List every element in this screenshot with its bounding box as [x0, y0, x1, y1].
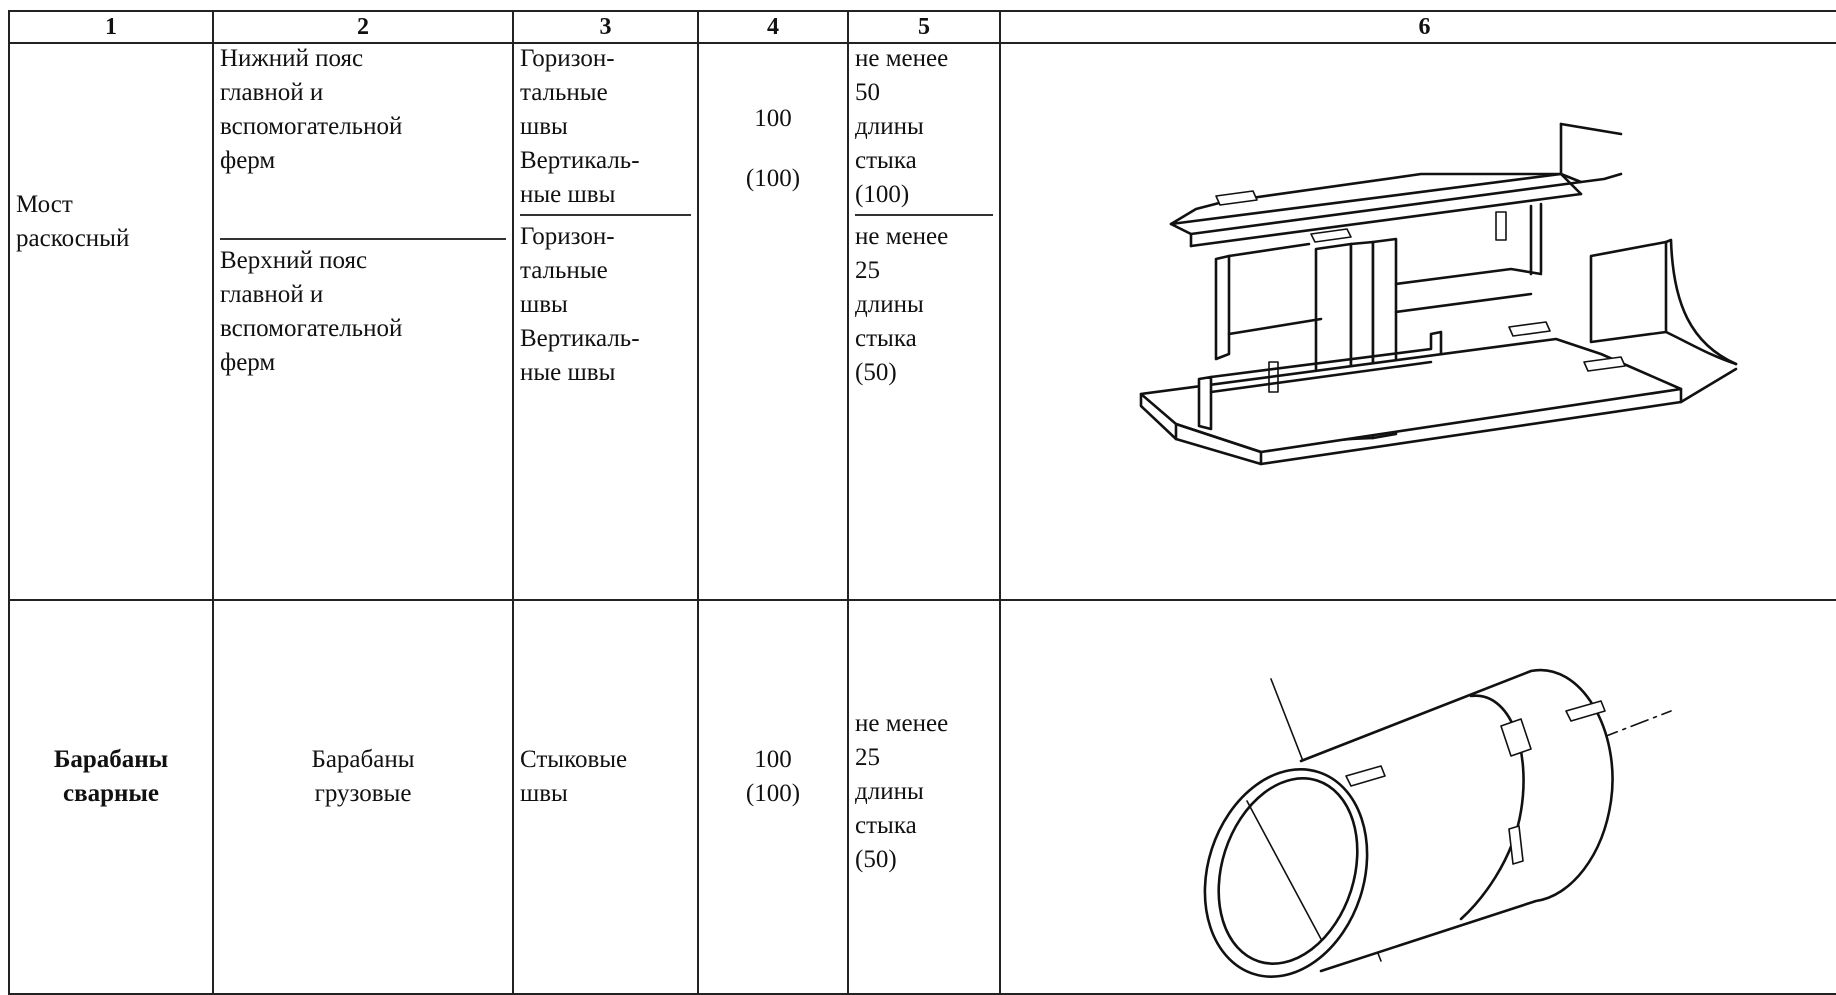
element-upper-chord: Верхний пояс главной и вспомогательной ф…	[220, 247, 403, 376]
percent-cell: 100 (100)	[697, 42, 849, 601]
length-lower: не менее 50 длины стыка (100)	[855, 45, 949, 208]
length-cell: не менее 25 длины стыка (50)	[847, 599, 1001, 995]
percent-value: 100 (100)	[745, 746, 801, 807]
header-col-5: 5	[847, 10, 1001, 44]
length-value: не менее 25 длины стыка (50)	[855, 710, 949, 873]
element-lower-chord: Нижний пояс главной и вспомогательной фе…	[220, 45, 403, 174]
row-divider	[855, 214, 993, 226]
welded-drum-drawing	[1203, 668, 1672, 978]
object-cell: Барабаны сварные	[8, 599, 214, 995]
table-row: Мост раскосный Нижний пояс главной и всп…	[8, 42, 1836, 601]
percent-value: 100	[754, 105, 792, 132]
row-divider	[520, 214, 691, 226]
weld-inspection-table: 1 2 3 4 5 6 Мост раскосный Нижний пояс г…	[8, 10, 1836, 995]
figure-cell	[999, 42, 1836, 601]
row-divider	[220, 238, 506, 250]
header-col-1: 1	[8, 10, 214, 44]
header-col-2: 2	[212, 10, 514, 44]
seam-type-cell: Горизон- тальные швы Вертикаль- ные швы …	[512, 42, 699, 601]
element-cell: Нижний пояс главной и вспомогательной фе…	[212, 42, 514, 601]
element-name: Барабаны грузовые	[311, 746, 415, 807]
figure-cell	[999, 599, 1836, 995]
percent-value-required: (100)	[745, 165, 801, 192]
length-cell: не менее 50 длины стыка (100) не менее 2…	[847, 42, 1001, 601]
seam-type: Стыковые швы	[520, 746, 628, 807]
percent-cell: 100 (100)	[697, 599, 849, 995]
header-row: 1 2 3 4 5 6	[8, 10, 1836, 44]
element-cell: Барабаны грузовые	[212, 599, 514, 995]
header-col-3: 3	[512, 10, 699, 44]
length-upper: не менее 25 длины стыка (50)	[855, 223, 949, 386]
header-col-6: 6	[999, 10, 1836, 44]
seam-type-upper: Горизон- тальные швы Вертикаль- ные швы	[520, 223, 640, 386]
object-cell: Мост раскосный	[8, 42, 214, 601]
object-name: Мост раскосный	[16, 191, 130, 252]
seam-type-cell: Стыковые швы	[512, 599, 699, 995]
header-col-4: 4	[697, 10, 849, 44]
seam-type-lower: Горизон- тальные швы Вертикаль- ные швы	[520, 45, 640, 208]
table-row: Барабаны сварные Барабаны грузовые Стыко…	[8, 599, 1836, 995]
truss-chord-joint-drawing	[1139, 122, 1738, 466]
object-name: Барабаны сварные	[53, 746, 169, 807]
